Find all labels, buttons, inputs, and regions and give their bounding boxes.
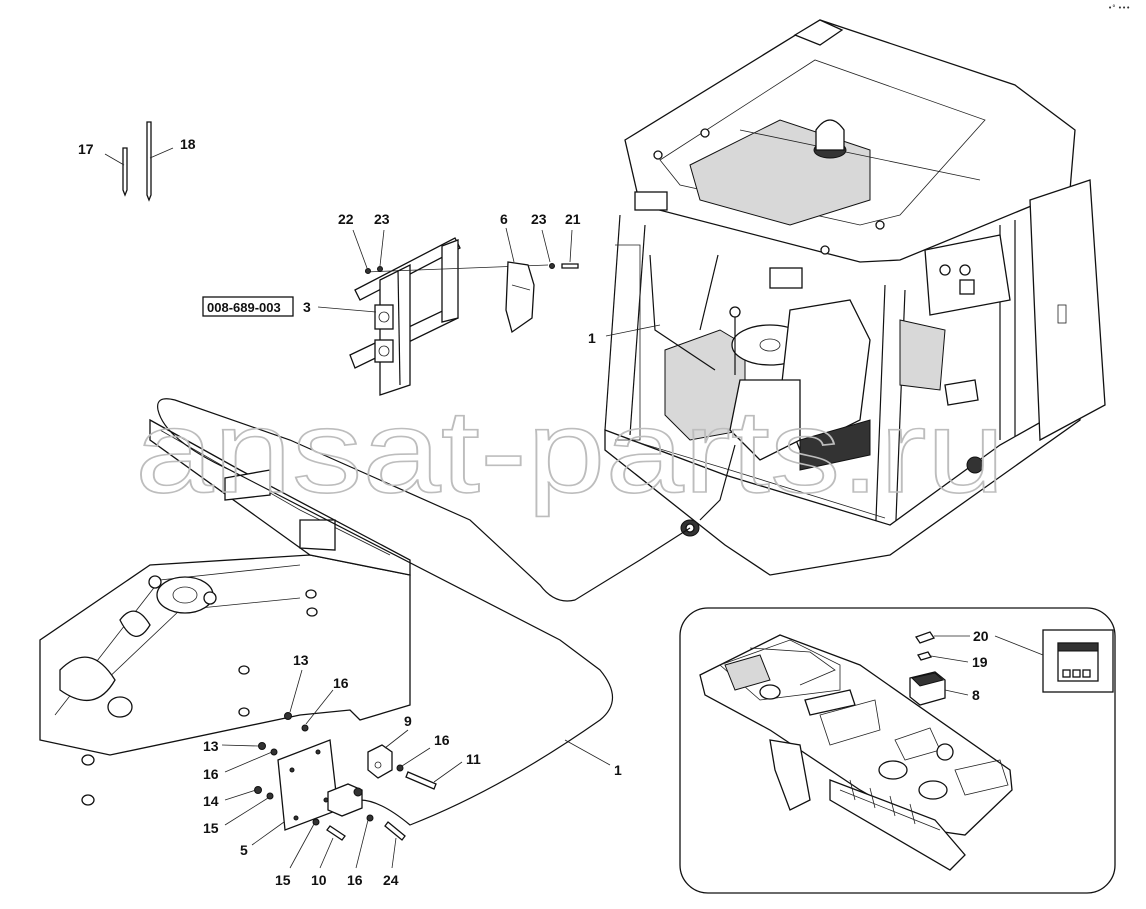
machine-frame <box>39 418 411 806</box>
cable-harness <box>157 398 691 826</box>
callout-10: 10 <box>311 872 327 888</box>
washer-16d <box>366 814 374 822</box>
callout-24: 24 <box>383 872 399 888</box>
callout-13a: 13 <box>293 652 309 668</box>
nut-14 <box>254 786 262 794</box>
callout-15b: 15 <box>275 872 291 888</box>
callout-21: 21 <box>565 211 581 227</box>
washer-23 <box>549 263 555 269</box>
bolt-24 <box>384 821 406 841</box>
cover-20 <box>914 631 936 644</box>
watermark-text: ansat-parts.ru <box>135 386 1005 518</box>
callout-19: 19 <box>972 654 988 670</box>
callout-20: 20 <box>973 628 989 644</box>
callout-14: 14 <box>203 793 219 809</box>
callout-6: 6 <box>500 211 508 227</box>
sensor-block-9 <box>367 744 393 779</box>
bolt-11 <box>405 771 437 790</box>
callout-1-cable: 1 <box>614 762 622 778</box>
callout-5: 5 <box>240 842 248 858</box>
callout-15a: 15 <box>203 820 219 836</box>
callout-16d: 16 <box>347 872 363 888</box>
washer-15a <box>266 792 274 800</box>
callout-16a: 16 <box>333 675 349 691</box>
reference-box <box>202 296 294 317</box>
switch-box <box>327 783 363 817</box>
callout-22: 22 <box>338 211 354 227</box>
callout-16b: 16 <box>434 732 450 748</box>
callout-16c: 16 <box>203 766 219 782</box>
callout-13b: 13 <box>203 738 219 754</box>
nut-13b <box>258 742 266 750</box>
bolt-10 <box>326 825 346 841</box>
callout-3: 3 <box>303 299 311 315</box>
callout-9: 9 <box>404 713 412 729</box>
leader-lines <box>104 147 1044 869</box>
reference-code: 008-689-003 <box>207 300 281 315</box>
callout-labels: 17 18 22 23 6 23 21 008-689-003 3 1 13 1… <box>78 136 989 888</box>
callout-11: 11 <box>466 751 481 767</box>
mounting-plate-5 <box>277 739 339 831</box>
dashboard-detail-inset <box>679 607 1116 894</box>
callout-23b: 23 <box>531 211 547 227</box>
washer-16b <box>396 764 404 772</box>
callout-17: 17 <box>78 141 94 157</box>
switch-symbol-box <box>1042 629 1114 693</box>
pin-18 <box>146 121 152 202</box>
insert-19 <box>917 651 932 661</box>
operator-cab <box>604 19 1106 576</box>
callout-23a: 23 <box>374 211 390 227</box>
washer-16a <box>301 724 309 732</box>
nut-13a <box>284 712 292 720</box>
corner-mark: •° ••• <box>1108 4 1130 12</box>
washer-15b <box>312 818 320 826</box>
callout-18: 18 <box>180 136 196 152</box>
callout-8: 8 <box>972 687 980 703</box>
pin-17 <box>122 147 128 197</box>
callout-1-cab: 1 <box>588 330 596 346</box>
seal-part-6 <box>505 261 535 334</box>
screw-21 <box>561 263 579 269</box>
mounting-bracket <box>349 237 549 396</box>
